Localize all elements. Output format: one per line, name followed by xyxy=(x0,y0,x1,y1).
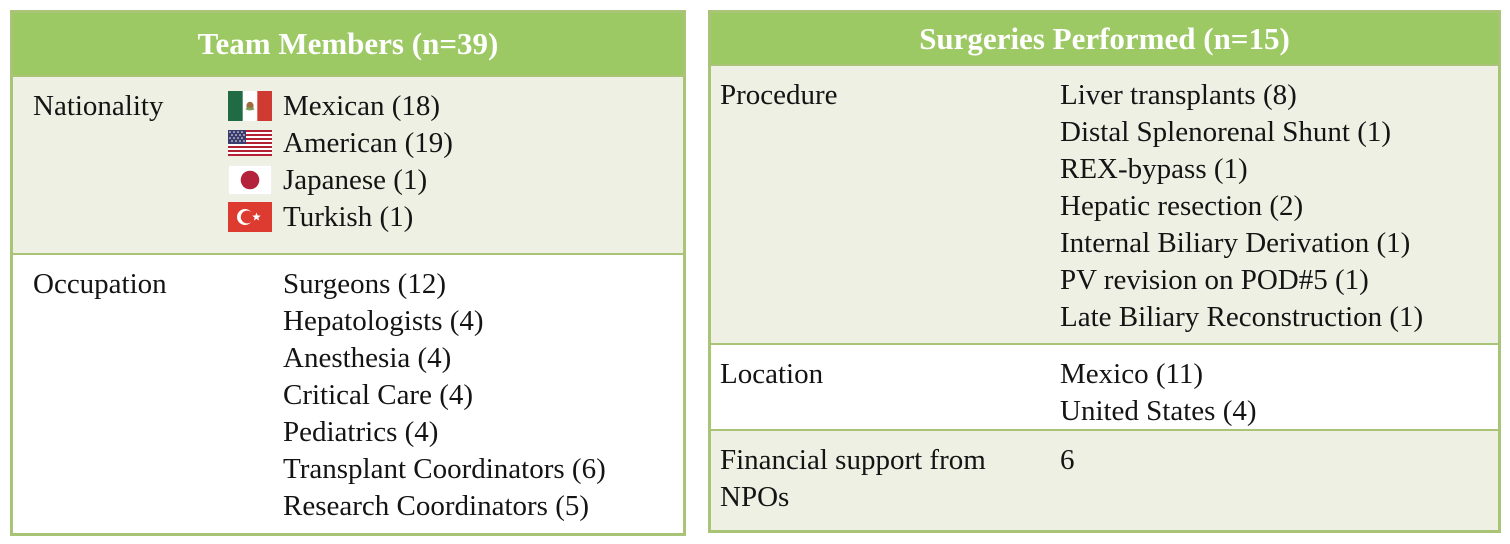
value-line: Internal Biliary Derivation (1) xyxy=(1060,225,1498,262)
value-text: Transplant Coordinators (6) xyxy=(283,453,606,485)
value-text: Liver transplants (8) xyxy=(1060,79,1297,111)
value-line: Pediatrics (4) xyxy=(283,414,683,451)
value-line: Transplant Coordinators (6) xyxy=(283,451,683,488)
value-line: Distal Splenorenal Shunt (1) xyxy=(1060,114,1498,151)
value-line: Surgeons (12) xyxy=(283,266,683,303)
value-line: Hepatic resection (2) xyxy=(1060,188,1498,225)
value-line: Mexican (18) xyxy=(228,88,683,125)
row-values: Liver transplants (8) Distal Splenorenal … xyxy=(1060,66,1498,343)
value-text: 6 xyxy=(1060,444,1075,476)
usa-flag-icon xyxy=(228,128,272,158)
row-label: Nationality xyxy=(33,90,164,122)
value-line: United States (4) xyxy=(1060,393,1498,430)
value-text: Mexican (18) xyxy=(283,90,441,122)
row-values: 6 xyxy=(1060,431,1498,530)
value-text: American (19) xyxy=(283,127,453,159)
value-line: Mexico (11) xyxy=(1060,356,1498,393)
value-text: Surgeons (12) xyxy=(283,268,446,300)
value-text: Critical Care (4) xyxy=(283,379,474,411)
value-line: Critical Care (4) xyxy=(283,377,683,414)
value-line: Anesthesia (4) xyxy=(283,340,683,377)
row-values: Mexican (18) American (19) Japanese (1) Tur… xyxy=(228,77,683,253)
value-line: Japanese (1) xyxy=(228,162,683,199)
team-members-table-header: Team Members (n=39) xyxy=(13,13,683,77)
row-label: Procedure xyxy=(720,79,838,111)
value-text: Distal Splenorenal Shunt (1) xyxy=(1060,116,1392,148)
value-line: 6 xyxy=(1060,442,1498,479)
value-text: Late Biliary Reconstruction (1) xyxy=(1060,301,1424,333)
surgeries-table-header: Surgeries Performed (n=15) xyxy=(711,13,1498,66)
value-text: Hepatologists (4) xyxy=(283,305,484,337)
value-text: Mexico (11) xyxy=(1060,358,1204,390)
value-line: Turkish (1) xyxy=(228,199,683,236)
table-title: Surgeries Performed (n=15) xyxy=(919,20,1290,56)
table-row: Occupation Surgeons (12) Hepatologists (4)… xyxy=(13,253,683,533)
surgeries-table: Surgeries Performed (n=15) Procedure Liver… xyxy=(708,10,1501,533)
table-row: Financial support from NPOs 6 xyxy=(711,429,1498,530)
value-line: PV revision on POD#5 (1) xyxy=(1060,262,1498,299)
value-text: United States (4) xyxy=(1060,395,1257,427)
row-label: Financial support from NPOs xyxy=(720,444,986,513)
value-text: Hepatic resection (2) xyxy=(1060,190,1304,222)
value-text: Japanese (1) xyxy=(283,164,428,196)
table-row: Nationality Mexican (18) American (19) Japa… xyxy=(13,77,683,253)
japan-flag-icon xyxy=(228,165,272,195)
table-row: Procedure Liver transplants (8) Distal Spl… xyxy=(711,66,1498,343)
table-row: Location Mexico (11) United States (4) xyxy=(711,343,1498,429)
value-text: Research Coordinators (5) xyxy=(283,490,590,522)
value-text: Pediatrics (4) xyxy=(283,416,439,448)
mexico-flag-icon xyxy=(228,91,272,121)
row-label: Location xyxy=(720,358,824,390)
value-line: Late Biliary Reconstruction (1) xyxy=(1060,299,1498,336)
value-line: American (19) xyxy=(228,125,683,162)
turkey-flag-icon xyxy=(228,202,272,232)
value-text: PV revision on POD#5 (1) xyxy=(1060,264,1369,296)
row-label: Occupation xyxy=(33,268,167,300)
value-text: Internal Biliary Derivation (1) xyxy=(1060,227,1411,259)
table-title: Team Members (n=39) xyxy=(197,26,499,61)
value-text: Anesthesia (4) xyxy=(283,342,452,374)
value-line: Research Coordinators (5) xyxy=(283,488,683,525)
value-text: Turkish (1) xyxy=(283,201,414,233)
value-line: Hepatologists (4) xyxy=(283,303,683,340)
value-line: REX-bypass (1) xyxy=(1060,151,1498,188)
row-values: Mexico (11) United States (4) xyxy=(1060,345,1498,429)
team-members-table: Team Members (n=39) Nationality Mexican (1… xyxy=(10,10,686,536)
value-line: Liver transplants (8) xyxy=(1060,77,1498,114)
row-values: Surgeons (12) Hepatologists (4) Anesthesia… xyxy=(263,255,683,533)
value-text: REX-bypass (1) xyxy=(1060,153,1248,185)
